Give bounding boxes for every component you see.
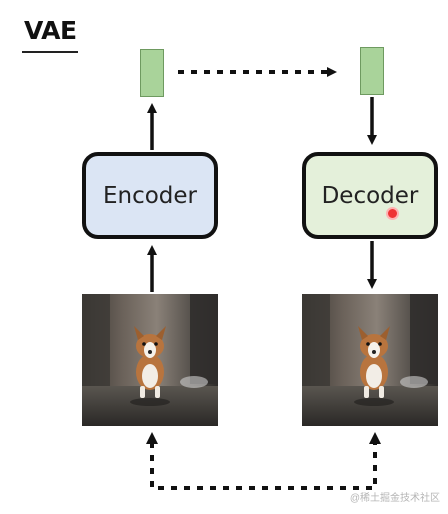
input-image — [82, 294, 218, 426]
latent-vector-encoder — [140, 49, 164, 97]
corgi-photo-icon — [82, 294, 218, 426]
diagram-title: VAE — [24, 16, 77, 45]
output-image — [302, 294, 438, 426]
encoder-label: Encoder — [102, 182, 198, 209]
encoder-box: Encoder — [82, 152, 218, 239]
reconstruction-loop — [150, 442, 377, 490]
latent-vector-decoder — [360, 47, 384, 95]
corgi-photo-icon — [302, 294, 438, 426]
decoder-label: Decoder — [321, 182, 419, 209]
title-underline — [22, 51, 78, 53]
decoder-box: Decoder — [302, 152, 438, 239]
cursor-marker — [386, 207, 399, 220]
watermark: @稀土掘金技术社区 — [349, 493, 440, 504]
